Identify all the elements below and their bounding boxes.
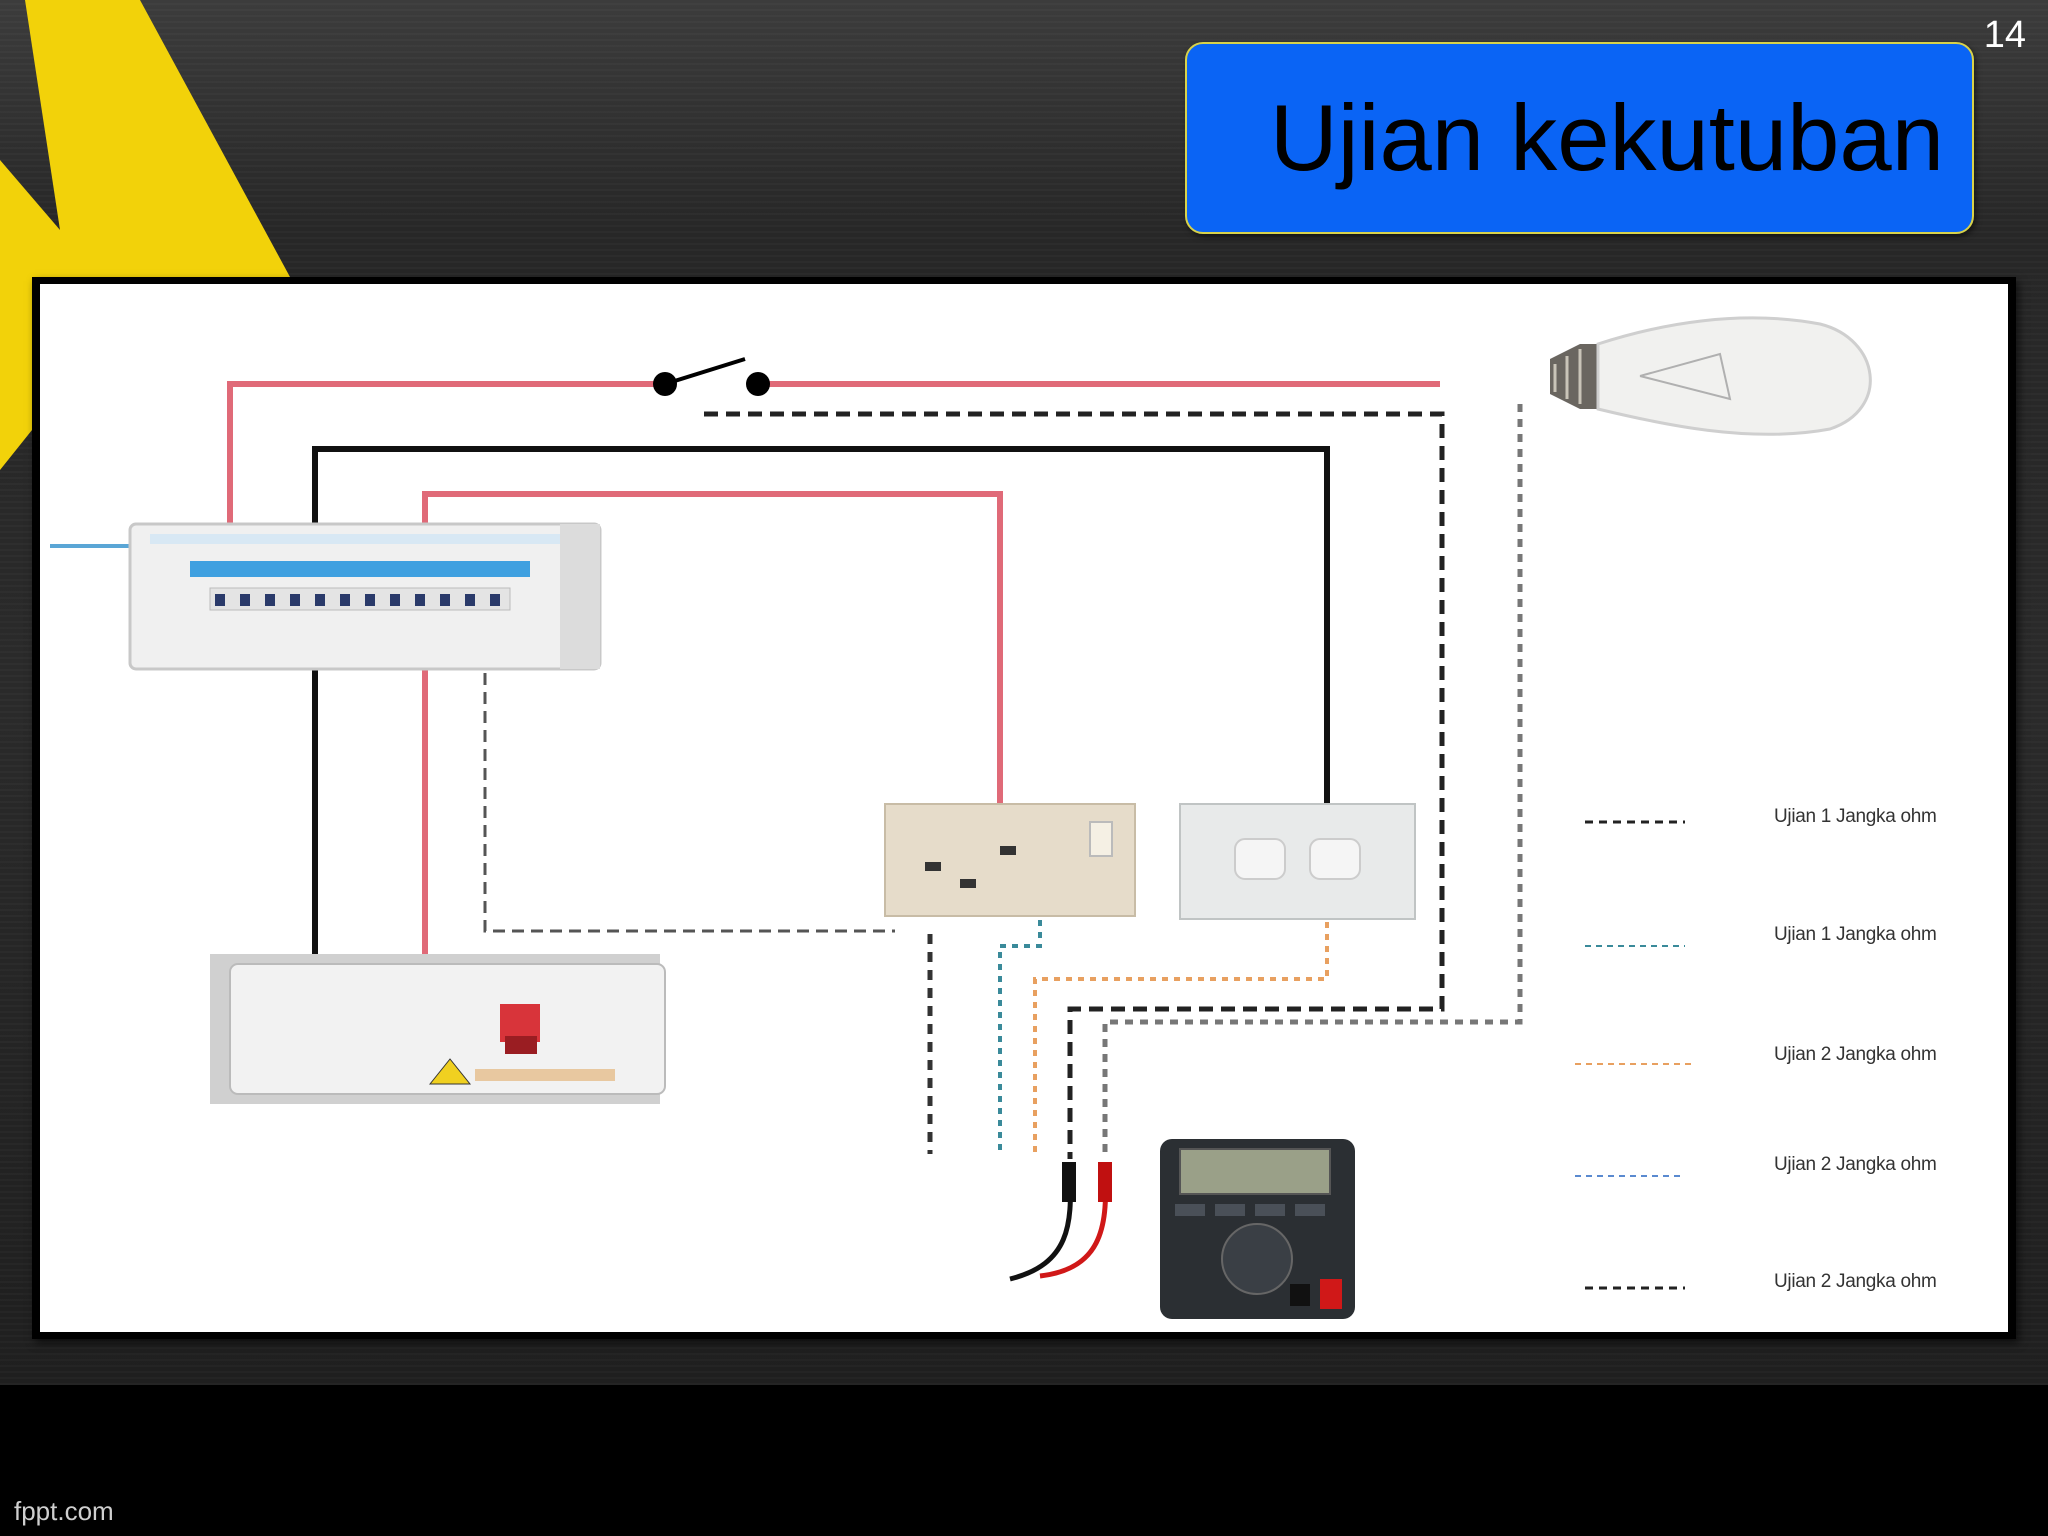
legend-label: Ujian 1 Jangka ohm: [1774, 806, 1937, 827]
light-switch-icon: [653, 357, 770, 396]
legend-label: Ujian 2 Jangka ohm: [1774, 1271, 1937, 1292]
wiring-diagram: Ujian 1 Jangka ohm Ujian 1 Jangka ohm Uj…: [40, 284, 2008, 1332]
legend-label: Ujian 2 Jangka ohm: [1774, 1044, 1937, 1065]
footer-band: [0, 1385, 2048, 1536]
wiring-diagram-canvas: [50, 316, 1872, 1319]
distribution-board-icon: [50, 522, 602, 671]
page-number: 14: [1983, 14, 2026, 56]
test-lines: [483, 404, 1523, 1159]
title-box: Ujian kekutuban: [1185, 42, 1974, 234]
legend-samples: [1575, 820, 1695, 1290]
light-bulb-icon: [1550, 316, 1872, 436]
slide-title: Ujian kekutuban: [1269, 85, 1944, 190]
neutral-wires: [312, 446, 1330, 1084]
brand-label: fppt.com: [14, 1496, 114, 1526]
legend-label: Ujian 1 Jangka ohm: [1774, 924, 1937, 945]
live-wires: [227, 381, 1440, 1084]
switch-plate-icon: [1179, 803, 1416, 920]
multimeter-icon: [1009, 1139, 1355, 1319]
main-switch-icon: [210, 954, 666, 1104]
socket-outlet-icon: [884, 803, 1136, 917]
legend-label: Ujian 2 Jangka ohm: [1774, 1154, 1937, 1175]
